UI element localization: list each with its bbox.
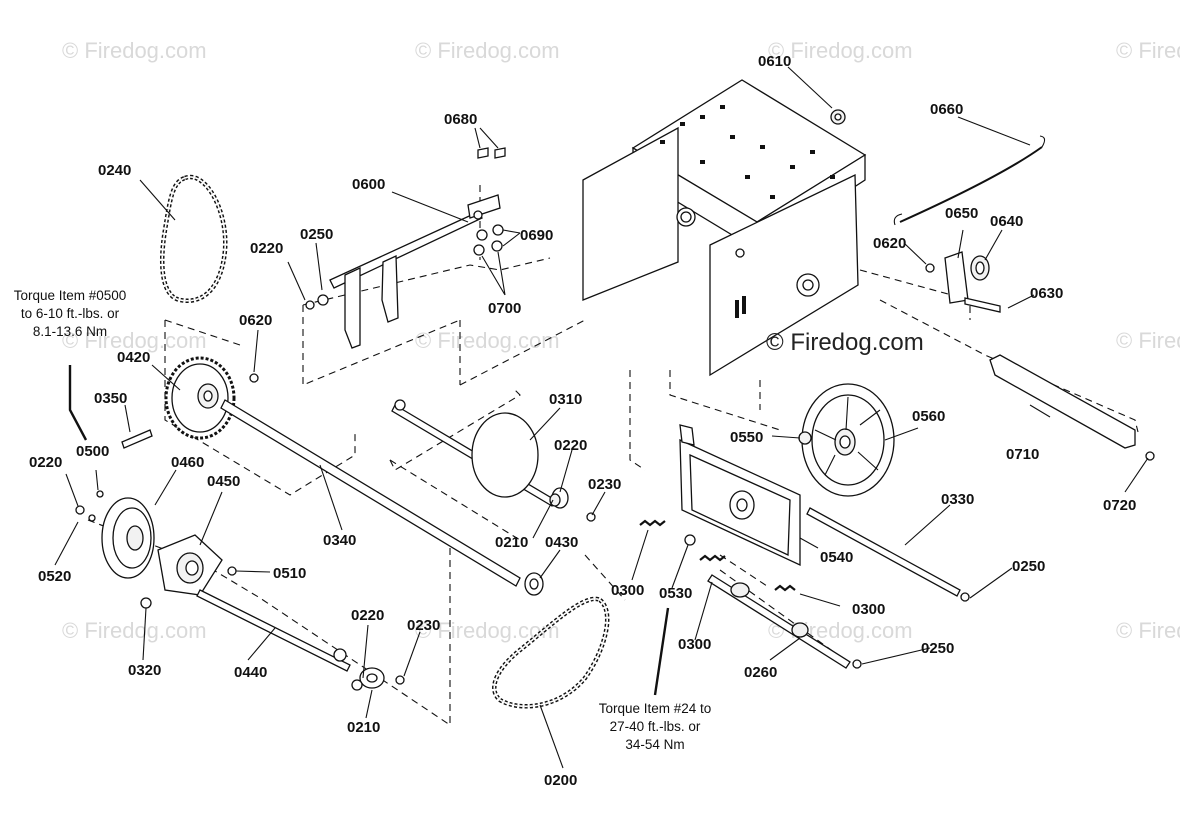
bracket-0710 xyxy=(989,354,1155,461)
part-label: 0230 xyxy=(588,476,621,493)
part-label: 0700 xyxy=(488,300,521,317)
part-label: 0620 xyxy=(873,235,906,252)
part-label: 0240 xyxy=(98,162,131,179)
part-label: 0320 xyxy=(128,662,161,679)
part-label: 0610 xyxy=(758,53,791,70)
part-label: 0550 xyxy=(730,429,763,446)
hardware-small xyxy=(305,109,846,310)
part-label: 0350 xyxy=(94,390,127,407)
part-label: 0200 xyxy=(544,772,577,789)
part-label: 0720 xyxy=(1103,497,1136,514)
sprocket-0420 xyxy=(121,356,259,449)
shift-lever-assembly xyxy=(329,194,501,349)
part-label: 0310 xyxy=(549,391,582,408)
part-label: 0220 xyxy=(29,454,62,471)
watermark-text: © Firedog.com xyxy=(1116,328,1180,353)
part-label: 0500 xyxy=(76,443,109,460)
watermark-text: © Firedog.com xyxy=(415,38,560,63)
frame-housing xyxy=(582,79,867,377)
torque-note-line: 34-54 Nm xyxy=(625,737,684,752)
part-label: 0630 xyxy=(1030,285,1063,302)
part-label: 0300 xyxy=(852,601,885,618)
watermark-text: © Firedog.com xyxy=(1116,618,1180,643)
part-label: 0300 xyxy=(611,582,644,599)
part-label: 0210 xyxy=(495,534,528,551)
shaft-0260 xyxy=(684,534,862,669)
part-label: 0510 xyxy=(273,565,306,582)
part-label: 0650 xyxy=(945,205,978,222)
part-label: 0220 xyxy=(554,437,587,454)
chain-0200 xyxy=(492,596,610,709)
part-label: 0600 xyxy=(352,176,385,193)
torque-note-line: Torque Item #0500 xyxy=(14,288,127,303)
part-label: 0210 xyxy=(347,719,380,736)
part-label: 0520 xyxy=(38,568,71,585)
part-label: 0230 xyxy=(407,617,440,634)
part-label: 0260 xyxy=(744,664,777,681)
part-label: 0250 xyxy=(921,640,954,657)
torque-note-bottom: Torque Item #24 to 27-40 ft.-lbs. or 34-… xyxy=(599,701,712,752)
chain-0240 xyxy=(160,174,228,303)
pulley-0460 xyxy=(75,490,155,579)
part-label: 0680 xyxy=(444,111,477,128)
part-label: 0460 xyxy=(171,454,204,471)
part-label: 0430 xyxy=(545,534,578,551)
shaft-0330 xyxy=(806,507,970,602)
part-label: 0300 xyxy=(678,636,711,653)
part-label: 0340 xyxy=(323,532,356,549)
torque-note-line: Torque Item #24 to xyxy=(599,701,712,716)
label-leader-lines xyxy=(54,66,1149,769)
part-label: 0450 xyxy=(207,473,240,490)
part-label: 0530 xyxy=(659,585,692,602)
part-label: 0220 xyxy=(250,240,283,257)
torque-note-line: to 6-10 ft.-lbs. or xyxy=(21,306,120,321)
part-label: 0250 xyxy=(300,226,333,243)
watermark-text: © Firedog.com xyxy=(415,328,560,353)
bracket-0650 xyxy=(925,251,1001,313)
watermark-grid: © Firedog.com © Firedog.com © Firedog.co… xyxy=(62,38,1180,643)
cable-0660 xyxy=(893,135,1046,226)
springs-0300 xyxy=(639,519,796,592)
watermark-text: © Firedog.com xyxy=(768,38,913,63)
part-label: 0250 xyxy=(1012,558,1045,575)
shaft-0440 xyxy=(196,589,405,691)
plate-0540 xyxy=(679,424,801,567)
watermark-text: © Firedog.com xyxy=(62,38,207,63)
torque-note-line: 27-40 ft.-lbs. or xyxy=(610,719,701,734)
part-label: 0710 xyxy=(1006,446,1039,463)
part-label: 0420 xyxy=(117,349,150,366)
part-label: 0540 xyxy=(820,549,853,566)
torque-note-line: 8.1-13.6 Nm xyxy=(33,324,107,339)
watermark-text: © Firedog.com xyxy=(415,618,560,643)
part-label: 0560 xyxy=(912,408,945,425)
watermark-text: © Firedog.com xyxy=(1116,38,1180,63)
part-label: 0690 xyxy=(520,227,553,244)
pulley-0560 xyxy=(798,383,895,497)
part-label: 0620 xyxy=(239,312,272,329)
part-labels: 0610 0660 0680 0600 0690 0700 0240 0250 … xyxy=(29,53,1136,789)
watermark-text: © Firedog.com xyxy=(62,328,207,353)
part-label: 0640 xyxy=(990,213,1023,230)
shaft-0340 xyxy=(220,399,544,596)
watermark-main: © Firedog.com xyxy=(766,329,924,356)
torque-note-left: Torque Item #0500 to 6-10 ft.-lbs. or 8.… xyxy=(14,288,127,339)
disc-0310 xyxy=(391,399,596,522)
bracket-0450 xyxy=(140,534,237,609)
part-label: 0660 xyxy=(930,101,963,118)
watermark-text: © Firedog.com xyxy=(62,618,207,643)
part-label: 0330 xyxy=(941,491,974,508)
part-label: 0440 xyxy=(234,664,267,681)
part-label: 0220 xyxy=(351,607,384,624)
